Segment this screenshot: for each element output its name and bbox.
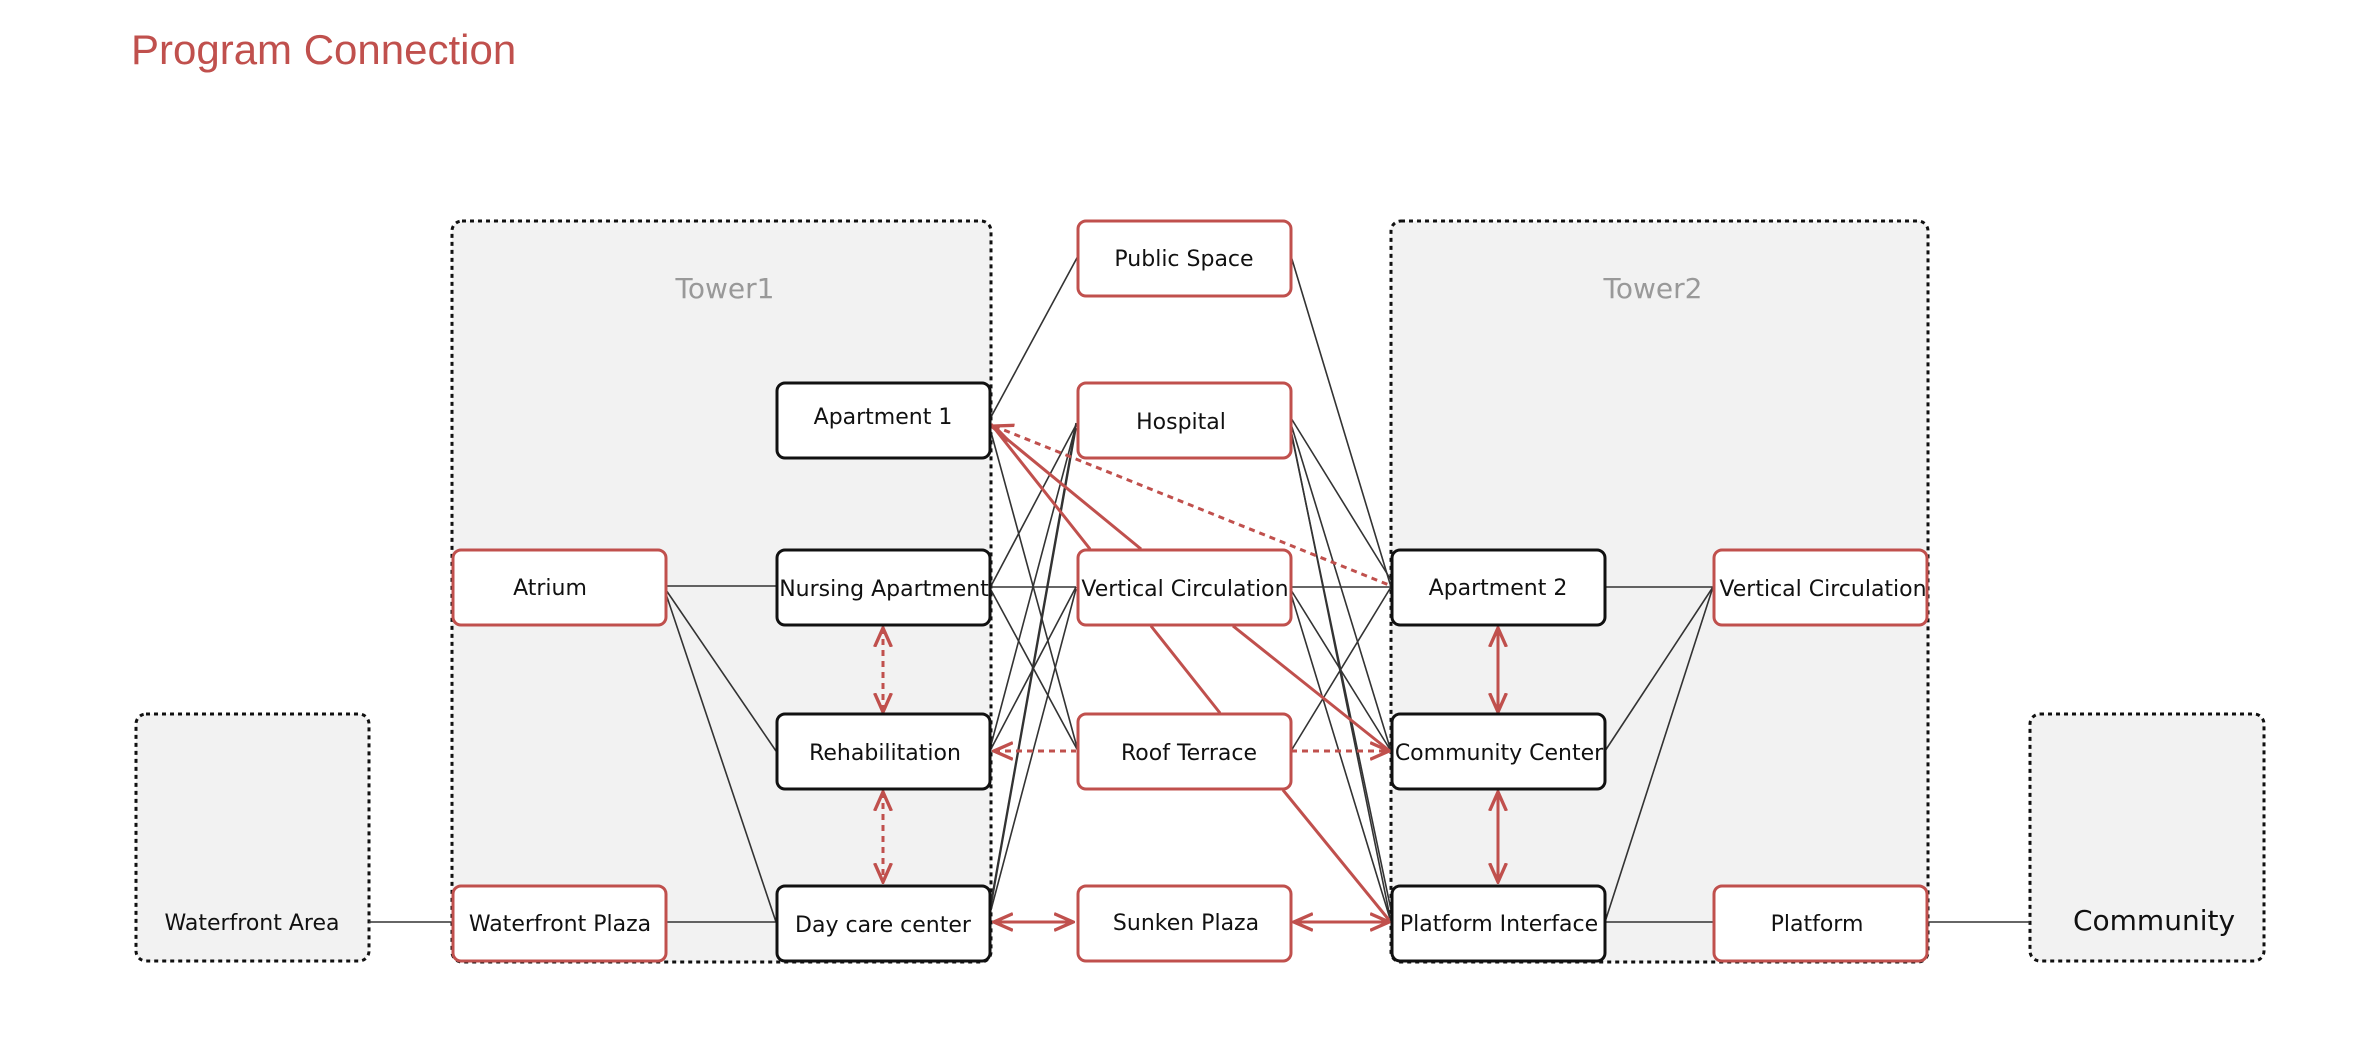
node-box <box>775 381 992 460</box>
connector <box>990 427 1077 907</box>
node-label: Platform <box>1771 912 1864 937</box>
waterfront-area-group: Waterfront Area <box>134 712 371 963</box>
connector <box>1604 586 1714 923</box>
connector <box>1604 586 1714 752</box>
node-vertical-circulation-center: Vertical Circulation <box>1076 548 1293 627</box>
node-box <box>775 712 992 791</box>
node-rehabilitation: Rehabilitation <box>775 712 992 791</box>
connector <box>990 424 1077 746</box>
tower2-label: Tower2 <box>1603 272 1703 305</box>
node-roof-terrace: Roof Terrace <box>1076 712 1293 791</box>
connector <box>990 424 1077 587</box>
node-label: Vertical Circulation <box>1081 577 1288 602</box>
node-public-space: Public Space <box>1076 219 1293 298</box>
red-connector <box>1281 789 1391 921</box>
node-box <box>1712 548 1929 627</box>
red-dashed-lines <box>883 426 1389 882</box>
connection-lines <box>369 255 2030 923</box>
connector <box>665 593 777 923</box>
connector <box>1290 417 1392 581</box>
node-box <box>451 884 668 963</box>
community-label: Community <box>2073 904 2235 937</box>
tower1-label: Tower1 <box>675 272 775 305</box>
community-frame <box>2028 712 2266 963</box>
red-connector <box>990 424 1142 551</box>
node-hospital: Hospital <box>1076 381 1293 460</box>
node-label: Rehabilitation <box>809 741 961 766</box>
node-label: Apartment 1 <box>814 405 953 430</box>
node-platform: Platform <box>1712 884 1929 963</box>
node-apartment-2: Apartment 2 <box>1390 548 1607 627</box>
red-arrow-lines <box>994 628 1498 922</box>
red-dashed-connector <box>994 426 1390 587</box>
node-community-center: Community Center <box>1390 712 1607 791</box>
node-box <box>1390 548 1607 627</box>
node-atrium: Atrium <box>451 548 668 627</box>
node-vertical-circulation-right: Vertical Circulation <box>1712 548 1929 627</box>
node-label: Hospital <box>1136 410 1226 435</box>
community-group: Community <box>2028 712 2266 963</box>
node-box <box>1076 381 1293 460</box>
node-sunken-plaza: Sunken Plaza <box>1076 884 1293 963</box>
node-label: Public Space <box>1114 247 1253 272</box>
waterfront-area-label: Waterfront Area <box>165 911 340 936</box>
node-label: Vertical Circulation <box>1719 577 1926 602</box>
node-box <box>1076 219 1293 298</box>
node-box <box>1076 548 1293 627</box>
waterfront-area-frame <box>134 712 371 963</box>
page-title: Program Connection <box>131 26 517 73</box>
red-connection-lines <box>989 423 1392 921</box>
connector <box>990 588 1077 911</box>
node-box <box>1076 884 1293 963</box>
node-apartment-1: Apartment 1 <box>775 381 992 460</box>
node-platform-interface: Platform Interface <box>1390 884 1607 963</box>
node-label: Waterfront Plaza <box>469 912 651 937</box>
node-box <box>1712 884 1929 963</box>
red-connector <box>1149 625 1222 714</box>
connector <box>665 589 777 752</box>
connector <box>990 589 1079 752</box>
node-box <box>451 548 668 627</box>
node-label: Atrium <box>513 576 587 601</box>
node-label: Roof Terrace <box>1121 741 1257 766</box>
node-day-care-center: Day care center <box>775 884 992 963</box>
red-connector <box>1232 624 1392 754</box>
connector <box>1290 586 1392 752</box>
node-box <box>775 548 992 627</box>
node-box <box>1390 884 1607 963</box>
node-label: Day care center <box>795 913 972 938</box>
node-box <box>1076 712 1293 791</box>
node-label: Nursing Apartment <box>779 577 989 602</box>
node-box <box>1390 712 1607 791</box>
node-box <box>775 884 992 963</box>
node-label: Community Center <box>1395 741 1604 766</box>
node-nursing-apartment: Nursing Apartment <box>775 548 992 627</box>
node-label: Apartment 2 <box>1429 576 1568 601</box>
connector <box>1290 593 1392 923</box>
node-label: Platform Interface <box>1400 912 1598 937</box>
node-label: Sunken Plaza <box>1113 911 1259 936</box>
node-waterfront-plaza: Waterfront Plaza <box>451 884 668 963</box>
connector <box>1290 255 1392 588</box>
red-connector <box>989 423 1092 550</box>
connector <box>990 255 1079 418</box>
connector <box>990 431 1079 752</box>
